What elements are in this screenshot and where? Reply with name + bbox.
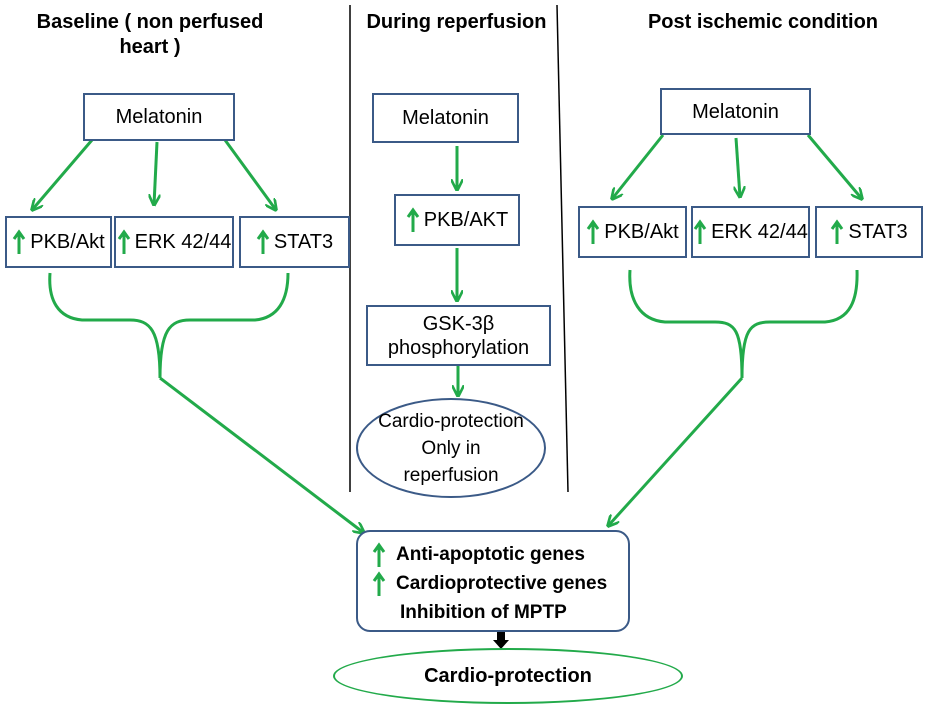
right-stat3-label: STAT3 [848,221,908,243]
center-melatonin-label: Melatonin [402,107,489,129]
right-melatonin-box: Melatonin [660,88,811,135]
right-erk-box: ERK 42/44 [691,206,810,258]
up-arrow-icon [693,219,707,244]
left-stat3-box: STAT3 [239,216,350,268]
up-arrow-icon [831,219,844,244]
outcome-line2: Cardioprotective genes [396,572,608,594]
outcome-line3: Inhibition of MPTP [400,601,567,623]
outcome-row-mptp: Inhibition of MPTP [372,598,628,627]
heading-baseline: Baseline ( non perfused heart ) [0,10,300,60]
arrow-right-to-stat3 [806,134,862,199]
center-ellipse-line3: reperfusion [403,464,499,486]
center-ellipse-line2: Only in [421,437,481,459]
arrow-left-to-outcome [159,376,364,533]
right-pkb-label: PKB/Akt [604,221,679,243]
center-pkb-label: PKB/AKT [423,209,509,231]
brace-left [48,272,290,379]
center-gsk-box: GSK-3β phosphorylation [366,305,551,366]
arrow-down-black [493,632,509,649]
center-melatonin-box: Melatonin [372,93,519,143]
outcome-box: Anti-apoptotic genes Cardioprotective ge… [356,530,630,632]
arrow-right-to-erk [736,137,740,197]
up-arrow-icon [117,229,130,254]
center-ellipse-line1: Cardio-protection [378,410,524,432]
arrow-right-to-pkb [612,134,665,199]
heading-reperfusion: During reperfusion [366,11,547,33]
divider-right [556,4,569,493]
up-arrow-icon [587,219,600,244]
final-label: Cardio-protection [424,664,592,687]
left-erk-box: ERK 42/44 [114,216,234,268]
up-arrow-icon [372,570,386,596]
up-arrow-icon [406,207,419,232]
outcome-row-cardioprotective: Cardioprotective genes [372,569,628,598]
left-stat3-label: STAT3 [273,231,334,253]
arrow-right-to-outcome [608,376,744,526]
center-pkb-box: PKB/AKT [394,194,520,246]
left-erk-label: ERK 42/44 [134,231,232,253]
arrow-left-to-stat3 [223,139,276,210]
final-cardioprotection-ellipse: Cardio-protection [333,648,683,704]
heading-post-ischemic: Post ischemic condition [647,11,879,33]
right-pkb-box: PKB/Akt [578,206,687,258]
left-melatonin-box: Melatonin [83,93,235,141]
outcome-line1: Anti-apoptotic genes [396,543,585,565]
right-erk-label: ERK 42/44 [711,221,808,243]
up-arrow-icon [372,541,386,567]
right-melatonin-label: Melatonin [692,100,779,123]
arrow-left-to-pkb [32,139,94,210]
arrow-left-to-erk [154,141,157,205]
center-cardioprotection-ellipse: Cardio-protection Only in reperfusion [356,398,546,498]
up-arrow-icon [256,229,270,254]
left-melatonin-label: Melatonin [115,106,203,128]
brace-right [628,269,859,379]
left-pkb-label: PKB/Akt [30,231,105,253]
outcome-row-anti-apoptotic: Anti-apoptotic genes [372,540,628,569]
center-gsk-line2: phosphorylation [387,336,530,359]
right-stat3-box: STAT3 [815,206,923,258]
center-gsk-line1: GSK-3β [422,312,495,335]
left-pkb-box: PKB/Akt [5,216,112,268]
up-arrow-icon [13,229,26,254]
heading-baseline-line1: Baseline ( non perfused [36,11,264,33]
heading-baseline-line2: heart ) [119,36,181,58]
